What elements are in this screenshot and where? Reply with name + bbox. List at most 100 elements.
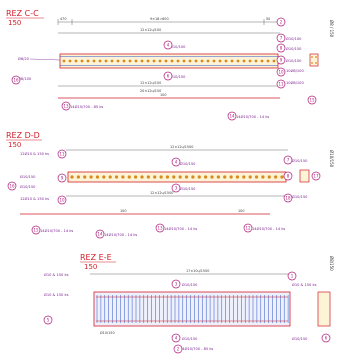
svg-text:7: 7 bbox=[280, 36, 283, 41]
section-e-callout-mid-1: Ø10/150 bbox=[182, 282, 198, 287]
svg-text:4: 4 bbox=[175, 336, 178, 341]
svg-text:1: 1 bbox=[291, 274, 294, 279]
section-d-callout-right-1: Ø10/150 bbox=[292, 158, 308, 163]
svg-text:7: 7 bbox=[287, 158, 290, 163]
rebar-dot bbox=[248, 59, 252, 63]
rebar-dot bbox=[216, 175, 220, 179]
section-c-callout-mid-2: Ø10/150 bbox=[170, 74, 186, 79]
section-d-bubble-14: 12 bbox=[243, 223, 253, 233]
section-c-side-dot-3 bbox=[311, 62, 313, 64]
section-c-bubble-4: 2 bbox=[276, 17, 286, 27]
section-c-bubble-6: 8 bbox=[276, 43, 286, 53]
rebar-dot bbox=[274, 175, 278, 179]
rebar-dot bbox=[260, 59, 264, 63]
svg-text:6: 6 bbox=[325, 336, 328, 341]
svg-text:9: 9 bbox=[280, 58, 283, 63]
rebar-dot bbox=[122, 59, 126, 63]
rebar-dot bbox=[98, 59, 102, 63]
section-d-callout-mid-1: Ø10/150 bbox=[180, 161, 196, 166]
section-d-bubble-1: 11 bbox=[57, 149, 67, 159]
svg-text:4: 4 bbox=[175, 160, 178, 165]
svg-text:13: 13 bbox=[63, 104, 69, 109]
rebar-dot bbox=[134, 175, 138, 179]
svg-text:5: 5 bbox=[47, 318, 50, 323]
svg-text:17: 17 bbox=[313, 174, 319, 179]
rebar-dot bbox=[95, 175, 100, 179]
section-d-bubble-2: 9 bbox=[57, 173, 67, 183]
svg-text:16: 16 bbox=[13, 78, 19, 83]
section-e-mark-1: 14Ø10/700 - 85 ks bbox=[180, 346, 213, 351]
rebar-dot bbox=[184, 175, 189, 179]
section-d-extra-dim: 100 bbox=[238, 209, 244, 213]
section-c-side-dot-4 bbox=[315, 62, 317, 64]
svg-text:18: 18 bbox=[285, 196, 291, 201]
svg-text:15: 15 bbox=[33, 228, 39, 233]
rebar-dot bbox=[280, 175, 284, 179]
section-c-callout-left-1: Ø6/20 bbox=[18, 56, 30, 61]
rebar-dot bbox=[235, 175, 240, 179]
section-d-bubble-7: 7 bbox=[283, 155, 293, 165]
rebar-dot bbox=[127, 175, 131, 179]
section-c-side-label: Ø8 / 150 bbox=[329, 20, 334, 38]
rebar-dot bbox=[261, 175, 265, 179]
section-d-callout-left-3: Ø10/150 bbox=[20, 184, 36, 189]
rebar-dot bbox=[104, 59, 108, 63]
section-c-bubble-7: 9 bbox=[276, 55, 286, 65]
section-c-callout-right-1: Ø10/100 bbox=[286, 36, 302, 41]
rebar-dot bbox=[266, 59, 270, 63]
rebar-dot bbox=[197, 175, 201, 179]
rebar-dot bbox=[223, 175, 227, 179]
section-e-slab-outline bbox=[93, 291, 291, 327]
rebar-dot bbox=[212, 59, 216, 63]
section-c-bottom-dim-2: 20×12u/150 bbox=[140, 89, 161, 93]
section-c-bottom-dim-1: 12×12u/100 bbox=[140, 81, 161, 85]
section-d-rebar-dots bbox=[70, 175, 284, 179]
section-c-callout-right-2: Ø10/150 bbox=[286, 46, 302, 51]
rebar-dot bbox=[80, 59, 84, 63]
section-d-bubble-8: 8 bbox=[283, 171, 293, 181]
svg-text:10: 10 bbox=[278, 70, 284, 75]
rebar-dot bbox=[172, 175, 176, 179]
section-c-mark-1: 14Ø10/700 - 85 ks bbox=[70, 104, 103, 109]
section-d-bubble-11: 15 bbox=[31, 225, 41, 235]
section-d-scale: 150 bbox=[8, 141, 21, 149]
rebar-dot bbox=[206, 59, 210, 63]
section-c-callout-right-5: 10Ø8/100 bbox=[286, 80, 304, 85]
section-d-mark-3: 14Ø10/700 - 14 ks bbox=[164, 226, 197, 231]
section-e-callout-right-1: Ø10 & 150 ks bbox=[292, 282, 317, 287]
section-d-callout-right-2: Ø10/150 bbox=[292, 194, 308, 199]
section-e-scale: 150 bbox=[84, 263, 97, 271]
section-c-callout-right-4: 10Ø8/100 bbox=[286, 68, 304, 73]
svg-text:12: 12 bbox=[245, 226, 251, 231]
section-c-rebar-dots bbox=[62, 59, 276, 63]
section-e-bubble-2: 4 bbox=[171, 333, 181, 343]
section-c-mark-2: 14Ø10/700 - 14 ks bbox=[236, 114, 269, 119]
section-c-bubble-5: 7 bbox=[276, 33, 286, 43]
section-e-bottom-total: Ø10/150 bbox=[100, 330, 115, 335]
section-d-mark-2: 14Ø10/700 - 14 ks bbox=[104, 232, 137, 237]
rebar-dot bbox=[158, 59, 162, 63]
section-d-bubble-3: 10 bbox=[57, 195, 67, 205]
rebar-dot bbox=[159, 175, 163, 179]
rebar-dot bbox=[153, 175, 157, 179]
rebar-dot bbox=[62, 59, 66, 63]
section-e-callout-right-2: Ø10/150 bbox=[292, 336, 308, 341]
section-e-bubble-3: 2 bbox=[173, 344, 183, 354]
section-c-top-rebar-label: 12×12u/100 bbox=[140, 28, 161, 32]
section-d-top-dim: 12×12u/1500 bbox=[170, 145, 193, 149]
rebar-dot bbox=[128, 59, 132, 63]
svg-text:2: 2 bbox=[177, 347, 180, 352]
svg-text:4: 4 bbox=[167, 43, 170, 48]
svg-text:2: 2 bbox=[280, 20, 283, 25]
section-d-mark-1: 14Ø10/700 - 14 ks bbox=[40, 228, 73, 233]
svg-text:3: 3 bbox=[175, 186, 178, 191]
section-c-side-dot-1 bbox=[311, 56, 313, 58]
svg-text:16: 16 bbox=[9, 184, 15, 189]
section-d-callout-left-2: Ø10/150 bbox=[20, 174, 36, 179]
section-e-top-dim: 17×10u/1500 bbox=[186, 269, 209, 273]
section-d-callout-left-4: 12Ø10 & 150 ks bbox=[20, 196, 49, 201]
rebar-dot bbox=[140, 59, 144, 63]
svg-text:8: 8 bbox=[287, 174, 290, 179]
rebar-dot bbox=[230, 59, 234, 63]
